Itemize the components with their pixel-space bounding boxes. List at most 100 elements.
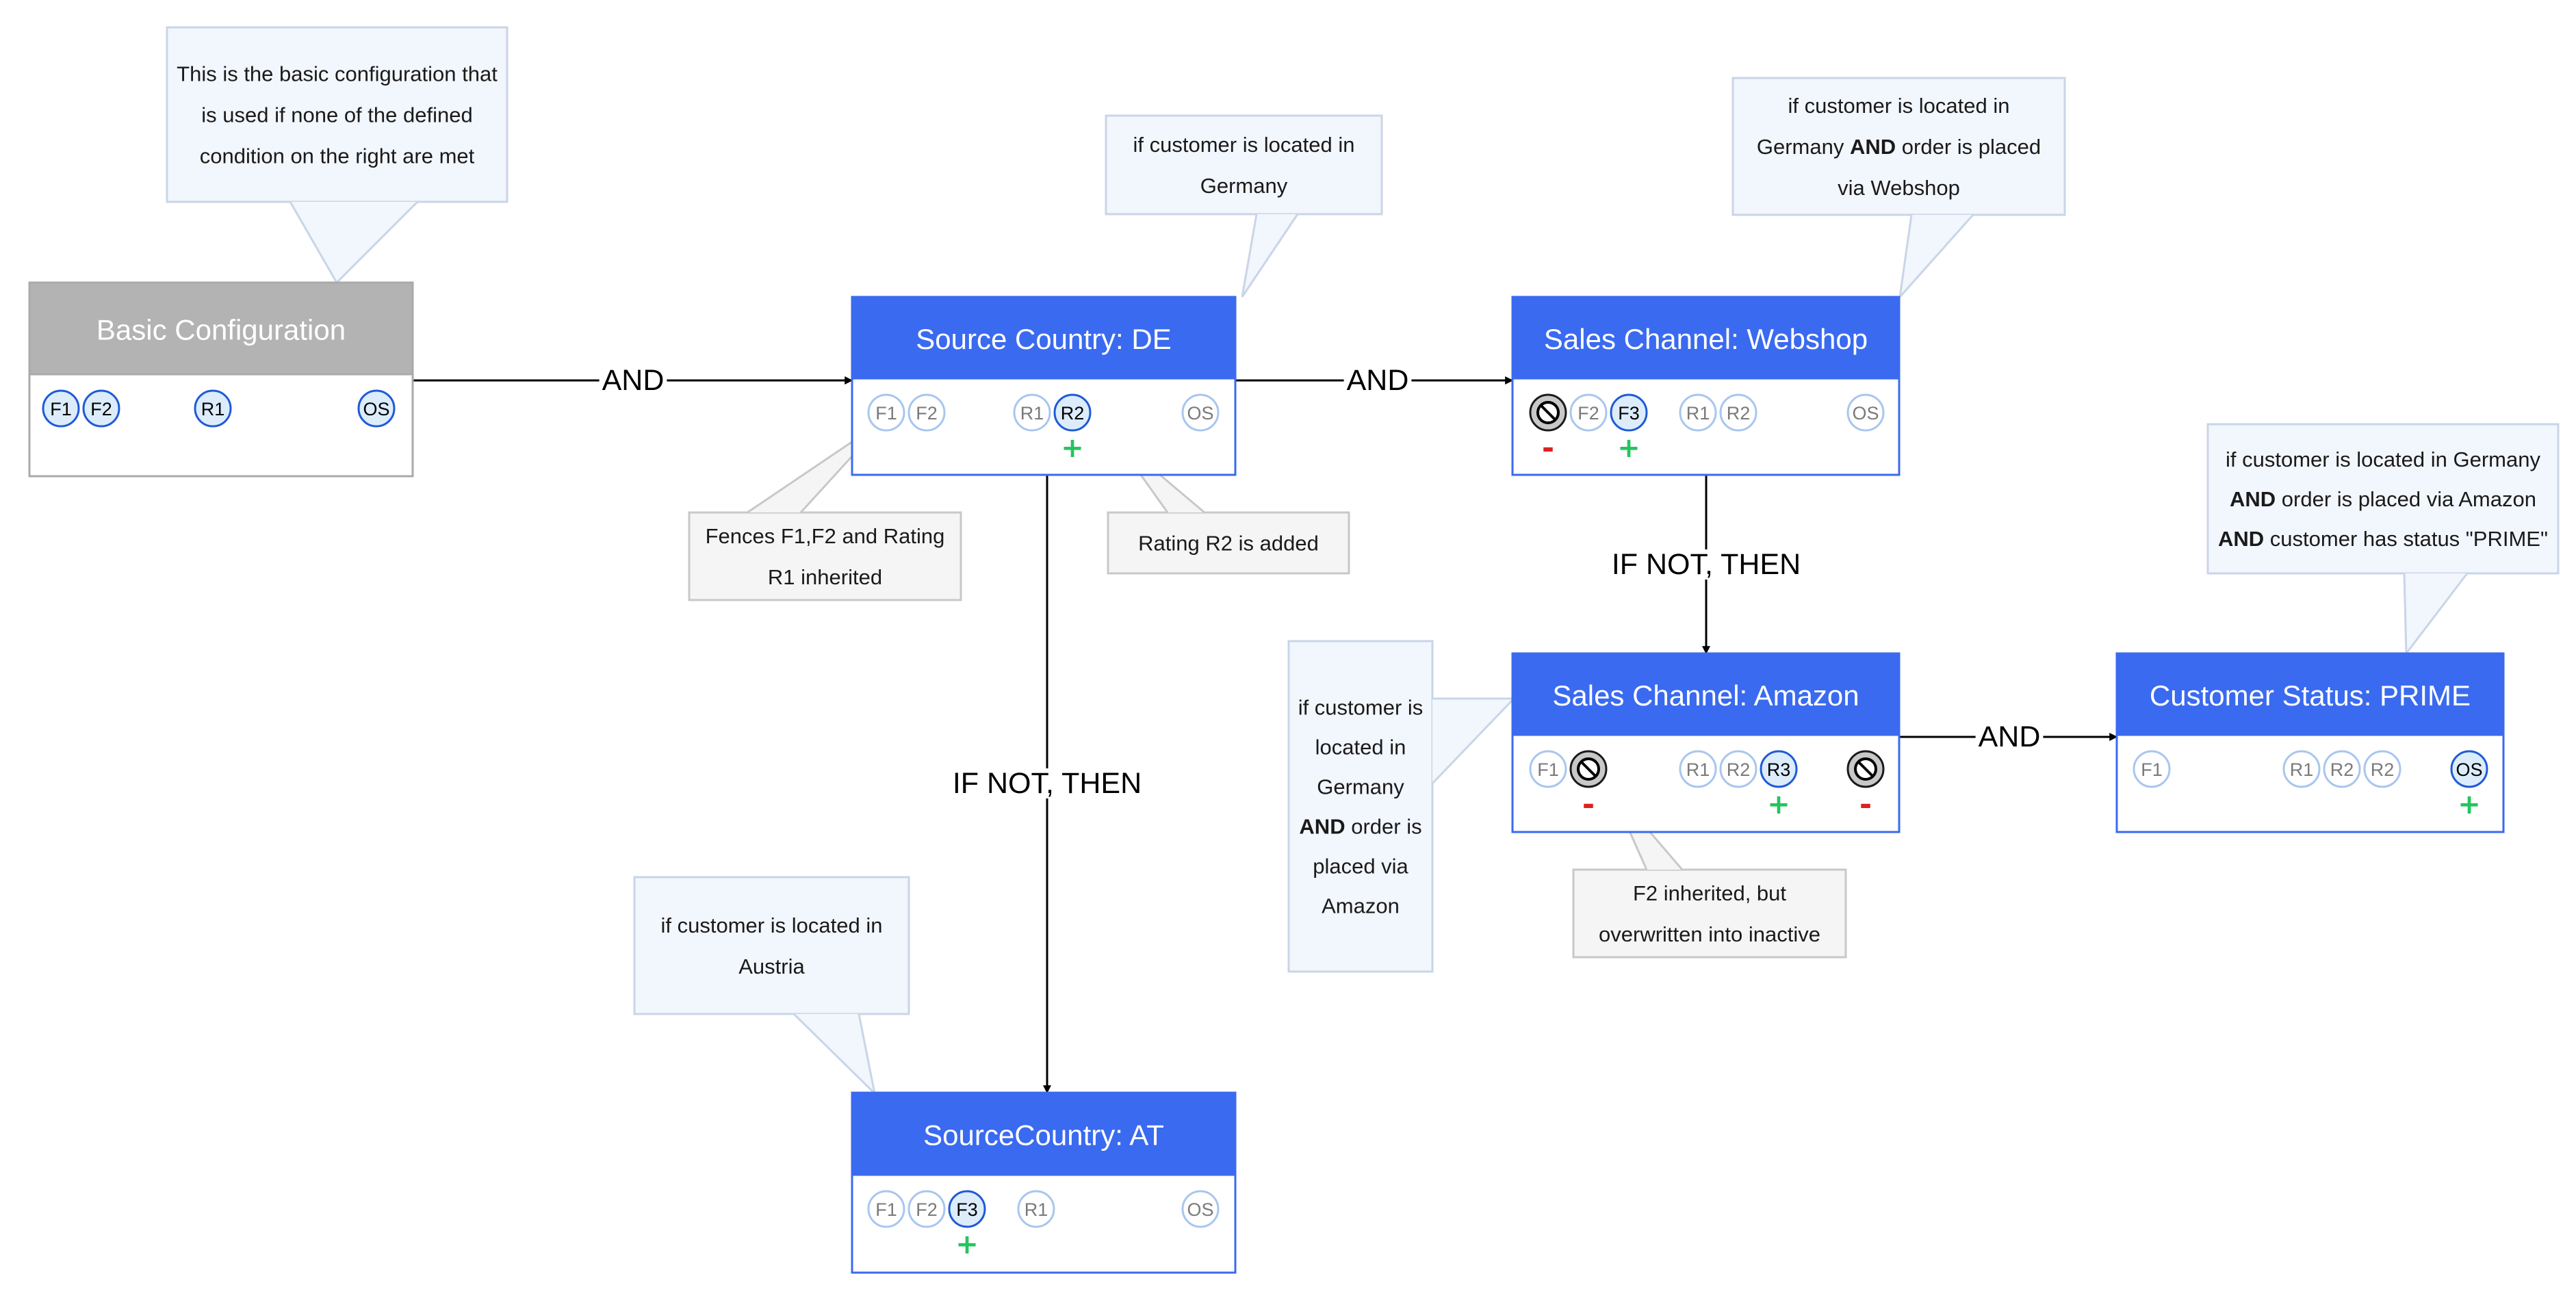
callout-line: if customer is located in bbox=[1788, 94, 2010, 118]
callout-line: located in bbox=[1315, 735, 1406, 759]
edge-basic-to-de: AND bbox=[413, 364, 853, 397]
chip-label: R2 bbox=[1061, 403, 1085, 424]
annotation-line: Rating R2 is added bbox=[1138, 531, 1319, 555]
callout-box bbox=[1105, 114, 1383, 216]
chip-os: OS bbox=[1181, 1190, 1220, 1228]
chip-label: OS bbox=[1187, 403, 1213, 424]
node-title: SourceCountry: AT bbox=[923, 1119, 1164, 1152]
chip-label: R3 bbox=[1767, 759, 1791, 780]
chip-circle bbox=[867, 393, 905, 432]
edge-label-background bbox=[949, 768, 1145, 798]
text-segment: overwritten into inactive bbox=[1599, 922, 1820, 946]
chip-label: F3 bbox=[1618, 403, 1640, 424]
callout-line: is used if none of the defined bbox=[201, 103, 472, 127]
chip-label: OS bbox=[1187, 1199, 1213, 1220]
chip-label: R2 bbox=[1727, 759, 1751, 780]
callout-box bbox=[1287, 640, 1434, 973]
text-segment: This is the basic configuration that bbox=[177, 62, 498, 86]
text-segment: Rating R2 is added bbox=[1138, 531, 1319, 555]
callout-box bbox=[1731, 77, 2066, 216]
edge-label-text: IF NOT, THEN bbox=[953, 767, 1142, 800]
chip-os: OS+ bbox=[2450, 750, 2488, 820]
edge-label: IF NOT, THEN bbox=[1608, 548, 1804, 581]
chip-label: OS bbox=[1852, 403, 1879, 424]
plus-marker: + bbox=[955, 1229, 979, 1260]
chip-label: R1 bbox=[201, 399, 225, 419]
annotation-line: overwritten into inactive bbox=[1599, 922, 1820, 946]
callout-line: Austria bbox=[738, 954, 805, 978]
chip-blocked: - bbox=[1529, 393, 1567, 466]
minus-marker: - bbox=[1582, 788, 1595, 822]
chip-r2: R2 bbox=[2363, 750, 2401, 788]
chip-circle bbox=[1569, 393, 1608, 432]
chip-circle bbox=[907, 393, 946, 432]
plus-marker: + bbox=[1767, 789, 1790, 820]
callout-line: AND order is bbox=[1299, 814, 1421, 838]
chip-blocked: - bbox=[1569, 750, 1608, 822]
chip-f2: F2 bbox=[1569, 393, 1608, 432]
chip-r1: R1 bbox=[1679, 750, 1717, 788]
chip-label: R2 bbox=[2330, 759, 2354, 780]
chip-circle bbox=[1181, 1190, 1220, 1228]
edge-label-text: AND bbox=[602, 364, 665, 397]
chip-circle bbox=[194, 389, 232, 428]
callout-line: Amazon bbox=[1322, 894, 1400, 918]
bold-keyword: AND bbox=[1299, 814, 1345, 838]
chip-label: R2 bbox=[2371, 759, 2395, 780]
annotation-box bbox=[1572, 868, 1847, 959]
chip-label: F3 bbox=[956, 1199, 978, 1220]
edge-label: IF NOT, THEN bbox=[949, 767, 1145, 800]
chip-circle bbox=[1610, 393, 1648, 432]
chip-r2: R2 bbox=[1719, 750, 1757, 788]
chip-label: F1 bbox=[50, 399, 72, 419]
chip-label: OS bbox=[363, 399, 389, 419]
bold-keyword: AND bbox=[2230, 487, 2276, 511]
chip-blocked: - bbox=[1846, 750, 1885, 822]
at-note: if customer is located in Austria bbox=[633, 876, 910, 1097]
chip-label: R1 bbox=[1020, 403, 1044, 424]
chip-circle bbox=[357, 389, 396, 428]
edge-de-to-webshop: AND bbox=[1235, 364, 1514, 397]
chip-f1: F1 bbox=[867, 1190, 905, 1228]
blocked-icon bbox=[1846, 750, 1885, 788]
chip-label: R2 bbox=[1727, 403, 1751, 424]
callout-line: Germany bbox=[1317, 775, 1404, 798]
annotation-line: F2 inherited, but bbox=[1633, 881, 1786, 905]
edge-amazon-to-prime: AND bbox=[1899, 720, 2118, 753]
chip-circle bbox=[867, 1190, 905, 1228]
callout-line: if customer is bbox=[1298, 695, 1424, 719]
callout-line: via Webshop bbox=[1838, 176, 1960, 200]
edge-label-text: IF NOT, THEN bbox=[1612, 548, 1801, 581]
text-segment: order is placed bbox=[1896, 135, 2041, 159]
chip-r1: R1 bbox=[1679, 393, 1717, 432]
chip-circle bbox=[1760, 750, 1798, 788]
callout-tail-outline bbox=[1241, 213, 1299, 298]
plus-marker: + bbox=[2458, 789, 2481, 820]
chip-label: F2 bbox=[90, 399, 112, 419]
text-segment: is used if none of the defined bbox=[201, 103, 472, 127]
edge-label-text: AND bbox=[1979, 720, 2041, 753]
chip-label: F1 bbox=[875, 1199, 897, 1220]
text-segment: if customer is bbox=[1298, 695, 1424, 719]
basic-note: This is the basic configuration that is u… bbox=[166, 26, 508, 285]
callout-line: Germany bbox=[1200, 174, 1288, 198]
node-header bbox=[851, 1091, 1237, 1176]
node-title: Source Country: DE bbox=[916, 323, 1172, 355]
chip-circle bbox=[907, 1190, 946, 1228]
edge-label-background bbox=[1343, 365, 1412, 395]
chip-f2: F2 bbox=[907, 1190, 946, 1228]
callout-line: This is the basic configuration that bbox=[177, 62, 498, 86]
text-segment: if customer is located in bbox=[661, 913, 883, 937]
text-segment: Germany bbox=[1200, 174, 1288, 198]
chip-circle bbox=[1719, 393, 1757, 432]
